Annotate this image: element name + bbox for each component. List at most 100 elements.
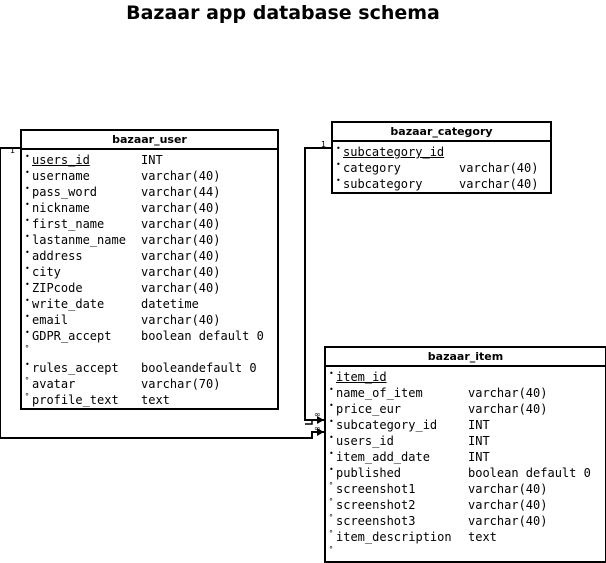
column-type: varchar(40) [141,169,221,183]
column-name: price_eur [336,402,402,416]
column-bullet-icon: ° [329,529,333,538]
column-name: GDPR_accept [32,329,112,343]
column-name: email [32,313,69,327]
column-type: varchar(40) [468,482,548,496]
column-type: varchar(40) [141,201,221,215]
column-row: •item_add_date INT [326,449,605,465]
column-row: •subcategory_id [333,144,550,160]
column-name: first_name [32,217,105,231]
column-row: •GDPR_accept boolean default 0 [22,328,277,344]
column-row: °profile_text text [22,392,277,408]
column-bullet-icon: ° [329,545,333,554]
column-bullet-icon: ° [25,376,29,385]
column-type: varchar(40) [459,161,539,175]
column-type: varchar(44) [141,185,221,199]
column-type: INT [141,153,163,167]
column-type: varchar(40) [141,233,221,247]
column-bullet-icon: • [336,144,341,153]
column-name: username [32,169,90,183]
column-type: INT [468,450,490,464]
column-row: ° [326,545,605,561]
column-bullet-icon: • [25,232,30,241]
column-type: varchar(70) [141,377,221,391]
column-row: •address varchar(40) [22,248,277,264]
column-bullet-icon: • [329,369,334,378]
column-bullet-icon: ° [25,344,29,353]
column-type: boolean default 0 [141,329,264,343]
relation-category-item [304,147,331,421]
column-bullet-icon: ° [329,513,333,522]
column-name: item_description [336,530,452,544]
column-name: rules_accept [32,361,119,375]
cardinality-user-many: ∞ [314,424,321,433]
column-type: varchar(40) [141,217,221,231]
column-type: datetime [141,297,199,311]
column-bullet-icon: • [329,417,334,426]
column-bullet-icon: • [329,449,334,458]
column-name: nickname [32,201,90,215]
column-type: varchar(40) [141,249,221,263]
column-bullet-icon: • [25,360,30,369]
column-row: ° [22,344,277,360]
column-bullet-icon: • [25,184,30,193]
primary-key-name: item_id [336,370,387,384]
column-type: varchar(40) [141,265,221,279]
cardinality-user-one: 1 [10,146,16,155]
column-bullet-icon: • [25,312,30,321]
column-type: boolean default 0 [468,466,591,480]
column-bullet-icon: • [329,433,334,442]
column-name: name_of_item [336,386,423,400]
column-name: lastanme_name [32,233,126,247]
primary-key-name: subcategory_id [343,145,445,159]
column-bullet-icon: ° [25,392,29,401]
column-row: •pass_word varchar(44) [22,184,277,200]
column-name: published [336,466,402,480]
table-bazaar-category[interactable]: bazaar_category •subcategory_id•category… [331,121,552,194]
column-bullet-icon: • [25,200,30,209]
column-bullet-icon: • [25,264,30,273]
column-name: profile_text [32,393,119,407]
column-bullet-icon: • [25,328,30,337]
column-bullet-icon: • [25,168,30,177]
column-bullet-icon: • [25,248,30,257]
arrowhead-category [317,416,324,424]
column-type: varchar(40) [141,313,221,327]
relation-user-item-path [0,148,324,439]
column-bullet-icon: ° [329,481,333,490]
primary-key-name: users_id [32,153,90,167]
column-type: varchar(40) [468,498,548,512]
column-type: text [141,393,170,407]
cardinality-category-many: ∞ [314,410,321,419]
column-name: write_date [32,297,105,311]
column-bullet-icon: • [329,385,334,394]
column-name: item_add_date [336,450,430,464]
column-name: pass_word [32,185,98,199]
column-bullet-icon: • [25,296,30,305]
column-bullet-icon: • [329,401,334,410]
column-name: address [32,249,83,263]
column-row: •item_id [326,369,605,385]
table-header: bazaar_user [22,131,277,150]
column-name: ZIPcode [32,281,83,295]
column-bullet-icon: • [25,280,30,289]
column-name: avatar [32,377,76,391]
